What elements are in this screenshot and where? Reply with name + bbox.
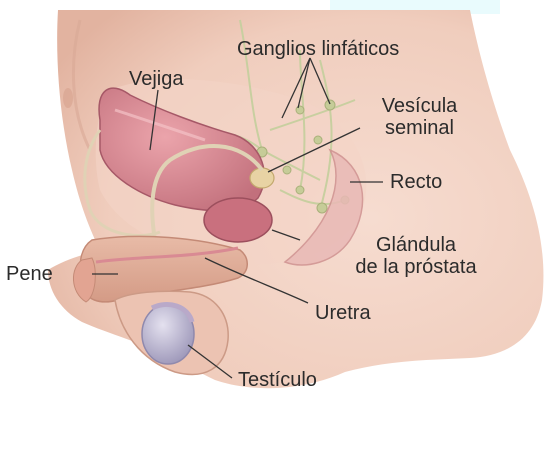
- label-pene: Pene: [6, 263, 53, 285]
- label-vejiga: Vejiga: [129, 68, 184, 90]
- label-recto: Recto: [390, 171, 442, 193]
- navel: [63, 88, 73, 108]
- label-glandula-line2: de la próstata: [326, 256, 506, 278]
- label-glandula-prostata: Glándula de la próstata: [326, 234, 506, 278]
- label-vesicula-line2: seminal: [367, 117, 472, 139]
- label-vesicula-seminal: Vesícula seminal: [367, 95, 472, 139]
- label-ganglios-linfaticos: Ganglios linfáticos: [237, 38, 399, 60]
- label-testiculo: Testículo: [238, 369, 317, 391]
- prostate-gland: [204, 198, 272, 242]
- label-vesicula-line1: Vesícula: [367, 95, 472, 117]
- label-uretra: Uretra: [315, 302, 371, 324]
- label-glandula-line1: Glándula: [326, 234, 506, 256]
